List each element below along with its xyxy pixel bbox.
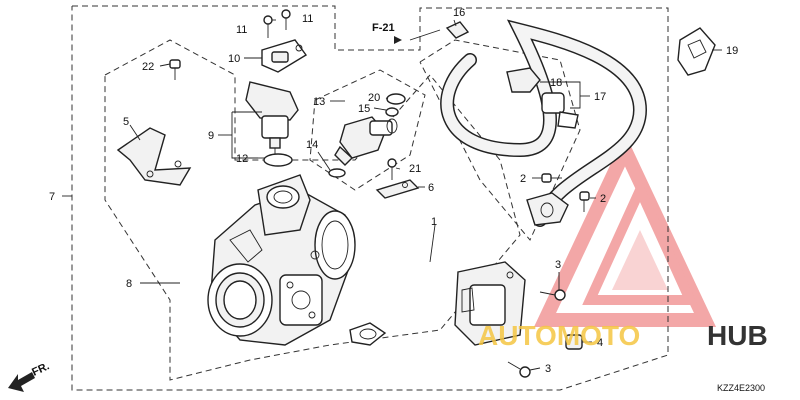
callout-13: 13 bbox=[313, 96, 325, 108]
front-direction-arrow-icon bbox=[8, 372, 35, 392]
callout-18: 18 bbox=[550, 77, 562, 89]
callout-22: 22 bbox=[142, 61, 154, 73]
callout-14: 14 bbox=[306, 139, 318, 151]
callout-15: 15 bbox=[358, 103, 370, 115]
injector-plate-6 bbox=[375, 179, 420, 199]
hose-connector-18 bbox=[506, 67, 579, 129]
callout-1: 1 bbox=[431, 216, 437, 228]
screw-11b bbox=[281, 9, 291, 30]
assembly-outline-7 bbox=[71, 5, 669, 391]
assembly-outline-8 bbox=[104, 39, 521, 381]
watermark-text-part1: AUTOMOTO bbox=[478, 320, 640, 351]
watermark-logo bbox=[533, 133, 717, 327]
callout-21: 21 bbox=[409, 163, 421, 175]
callout-17: 17 bbox=[594, 91, 606, 103]
hose-group-outline bbox=[419, 39, 581, 241]
oring-20 bbox=[386, 93, 406, 105]
callout-4: 4 bbox=[597, 337, 603, 349]
reference-label: F-21 bbox=[372, 22, 395, 34]
oring-12 bbox=[263, 153, 293, 167]
leader-lines bbox=[62, 19, 722, 371]
callout-7: 7 bbox=[49, 191, 55, 203]
bolt-21 bbox=[387, 158, 397, 180]
bolt-2a bbox=[541, 173, 562, 183]
bracket-5 bbox=[116, 127, 192, 186]
injector-group-outline bbox=[309, 69, 426, 191]
oring-15 bbox=[385, 107, 399, 117]
callout-20: 20 bbox=[368, 92, 380, 104]
fuel-hose bbox=[440, 19, 648, 227]
fuel-injector bbox=[334, 116, 398, 166]
seal-14 bbox=[328, 168, 346, 178]
hose-end-2 bbox=[526, 192, 569, 226]
clamp-16 bbox=[445, 21, 470, 39]
map-sensor bbox=[245, 81, 299, 156]
diagram-code: KZZ4E2300 bbox=[717, 383, 765, 393]
throttle-body bbox=[207, 174, 356, 346]
reference-arrow-icon bbox=[394, 36, 402, 44]
watermark-text-part2: HUB bbox=[707, 320, 768, 351]
sensor-gasket bbox=[261, 39, 308, 73]
callout-12: 12 bbox=[236, 153, 248, 165]
bolt-22 bbox=[169, 59, 181, 80]
direction-label: FR. bbox=[30, 360, 51, 378]
callout-11a: 11 bbox=[236, 24, 247, 36]
callout-5: 5 bbox=[123, 116, 129, 128]
callout-3b: 3 bbox=[545, 363, 551, 375]
callout-10: 10 bbox=[228, 53, 240, 65]
callout-19: 19 bbox=[726, 45, 738, 57]
bolt-2b bbox=[579, 191, 590, 212]
screw-3a bbox=[539, 289, 566, 301]
callout-8: 8 bbox=[126, 278, 132, 290]
callout-2a: 2 bbox=[520, 173, 526, 185]
throttle-sensor bbox=[454, 261, 526, 346]
callout-2b: 2 bbox=[600, 193, 606, 205]
callout-16: 16 bbox=[453, 7, 465, 19]
callout-6: 6 bbox=[428, 182, 434, 194]
callout-11b: 11 bbox=[302, 13, 313, 25]
oring-seal bbox=[349, 322, 387, 346]
screw-3b bbox=[507, 361, 531, 378]
callout-3a: 3 bbox=[555, 259, 561, 271]
screw-11a bbox=[263, 15, 273, 38]
callout-9: 9 bbox=[208, 130, 214, 142]
clip-19 bbox=[677, 27, 716, 76]
